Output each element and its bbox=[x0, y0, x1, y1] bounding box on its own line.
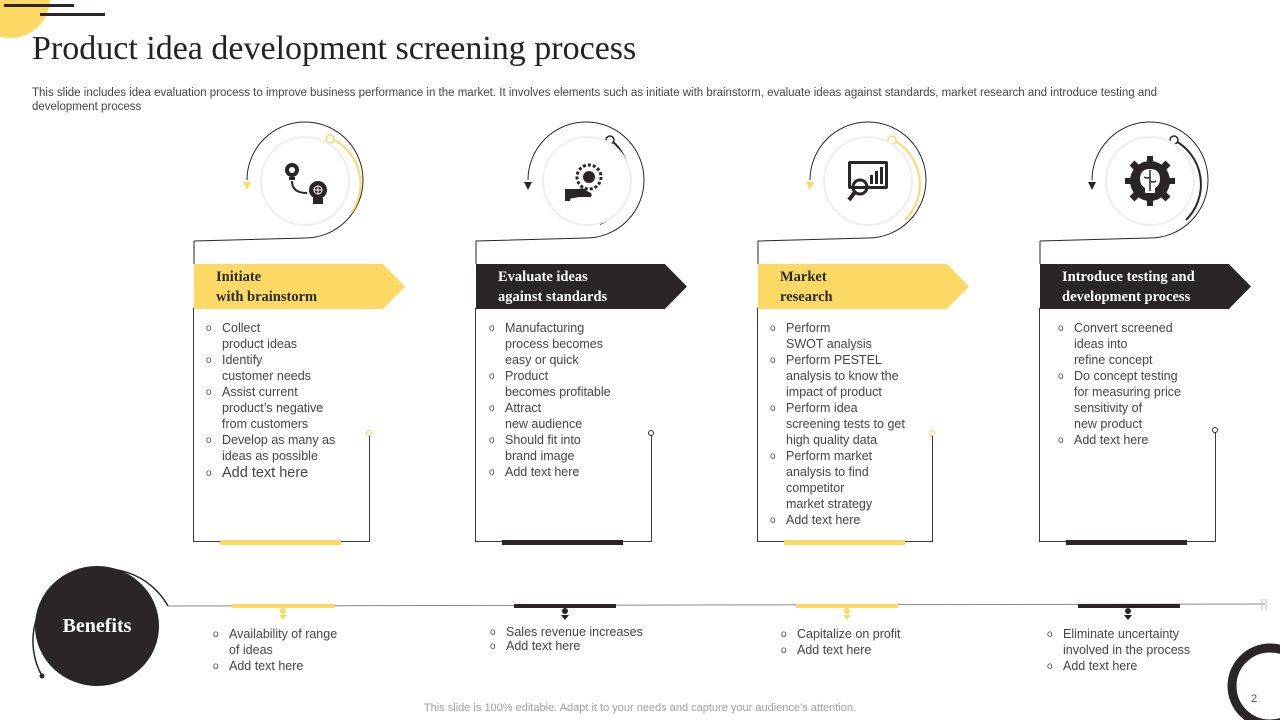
corner-ring bbox=[1227, 643, 1280, 720]
brain-gear-icon bbox=[1122, 153, 1178, 209]
step-1-decoration bbox=[193, 121, 364, 264]
step-1-icon-circle bbox=[260, 136, 350, 226]
step-3-title: Market research bbox=[780, 268, 833, 305]
list-item: Manufacturing process becomes easy or qu… bbox=[487, 320, 647, 368]
step-4-arc bbox=[1039, 121, 1209, 242]
step-1-card-edge bbox=[369, 433, 370, 542]
step-4-arc-accent bbox=[1173, 139, 1202, 221]
step-3-card-bar bbox=[784, 540, 905, 545]
list-item: Eliminate uncertainty involved in the pr… bbox=[1045, 626, 1225, 658]
list-item: Perform SWOT analysis bbox=[768, 320, 930, 352]
timeline-marker-4 bbox=[1078, 604, 1180, 608]
list-item: Perform PESTEL analysis to know the impa… bbox=[768, 352, 930, 400]
step-1-arrow bbox=[243, 182, 251, 190]
list-item: Develop as many as ideas as possible bbox=[204, 432, 364, 464]
step-1-arc bbox=[193, 121, 364, 242]
benefits-list-2: Sales revenue increases Add text here bbox=[488, 625, 658, 654]
page-subtitle: This slide includes idea evaluation proc… bbox=[32, 87, 1158, 113]
list-item: Perform idea screening tests to get high… bbox=[768, 400, 930, 448]
step-2-arc bbox=[475, 121, 645, 242]
step-4-card-bar bbox=[1066, 540, 1187, 545]
list-item: Perform market analysis to find competit… bbox=[768, 448, 930, 512]
list-item: Add text here bbox=[1045, 658, 1225, 675]
step-3-arrow bbox=[806, 182, 814, 190]
list-item: Collect product ideas bbox=[204, 320, 364, 352]
step-4-banner: Introduce testing and development proces… bbox=[1040, 264, 1251, 309]
list-item: Add text here bbox=[779, 642, 949, 659]
list-item: Add text here bbox=[211, 658, 381, 675]
step-4-arrow bbox=[1088, 182, 1096, 190]
step-2-card-bar bbox=[502, 540, 623, 545]
list-item: Product becomes profitable bbox=[487, 368, 647, 400]
step-1-arc-accent bbox=[329, 137, 362, 213]
step-4-bullets: Convert screened ideas into refine conce… bbox=[1056, 320, 1206, 449]
step-1-card-dot bbox=[366, 430, 372, 436]
idea-brainstorm-icon bbox=[277, 153, 333, 209]
step-4-title: Introduce testing and development proces… bbox=[1062, 268, 1195, 305]
list-item: Add text here bbox=[204, 464, 364, 483]
step-4-card-edge bbox=[1215, 430, 1216, 542]
list-item: Add text here bbox=[487, 464, 647, 481]
step-2-bullets: Manufacturing process becomes easy or qu… bbox=[487, 320, 647, 481]
step-4-card-dot bbox=[1212, 427, 1218, 433]
timeline-marker-2 bbox=[514, 604, 616, 608]
step-3-arc-accent bbox=[892, 139, 921, 221]
benefits-list-3: Capitalize on profit Add text here bbox=[779, 626, 949, 659]
corner-decoration-line bbox=[40, 13, 105, 16]
timeline-marker-3 bbox=[796, 604, 898, 608]
list-item: Should fit into brand image bbox=[487, 432, 647, 464]
step-2-card-dot bbox=[648, 430, 654, 436]
list-item: Do concept testing for measuring price s… bbox=[1056, 368, 1206, 432]
step-3-card-edge bbox=[932, 433, 933, 542]
step-1-bullets: Collect product ideas Identify customer … bbox=[204, 320, 364, 483]
list-item: Add text here bbox=[768, 512, 930, 529]
list-item: Add text here bbox=[1056, 432, 1206, 449]
quality-award-icon bbox=[559, 153, 615, 209]
market-analysis-icon bbox=[840, 153, 896, 209]
step-2-arrow bbox=[524, 182, 532, 190]
benefits-circle: Benefits bbox=[35, 566, 159, 686]
benefits-list-4: Eliminate uncertainty involved in the pr… bbox=[1045, 626, 1225, 675]
page-number: 2 bbox=[1251, 693, 1258, 705]
list-item: Sales revenue increases bbox=[488, 625, 658, 640]
list-item: Convert screened ideas into refine conce… bbox=[1056, 320, 1206, 368]
corner-decoration-line bbox=[4, 4, 74, 7]
step-2-banner: Evaluate ideas against standards bbox=[476, 264, 687, 309]
step-1-banner: Initiate with brainstorm bbox=[194, 264, 405, 309]
benefits-list-1: Availability of range of ideas Add text … bbox=[211, 626, 381, 675]
list-item: Assist current product’s negative from c… bbox=[204, 384, 364, 432]
step-2-card-edge bbox=[651, 433, 652, 542]
list-item: Availability of range of ideas bbox=[211, 626, 381, 658]
step-2-title: Evaluate ideas against standards bbox=[498, 268, 608, 305]
list-item: Identify customer needs bbox=[204, 352, 364, 384]
step-1-knob bbox=[325, 134, 335, 144]
page-title: Product idea development screening proce… bbox=[32, 30, 637, 67]
list-item: Attract new audience bbox=[487, 400, 647, 432]
list-item: Capitalize on profit bbox=[779, 626, 949, 643]
step-1-card-bar bbox=[220, 540, 341, 545]
list-item: Add text here bbox=[488, 639, 658, 654]
timeline-marker-1 bbox=[232, 604, 334, 608]
benefits-label: Benefits bbox=[62, 614, 132, 637]
step-3-bullets: Perform SWOT analysis Perform PESTEL ana… bbox=[768, 320, 930, 529]
step-1-title: Initiate with brainstorm bbox=[216, 268, 318, 305]
step-3-arc bbox=[757, 121, 927, 242]
step-3-banner: Market research bbox=[758, 264, 969, 309]
footer-note: This slide is 100% editable. Adapt it to… bbox=[423, 702, 857, 714]
